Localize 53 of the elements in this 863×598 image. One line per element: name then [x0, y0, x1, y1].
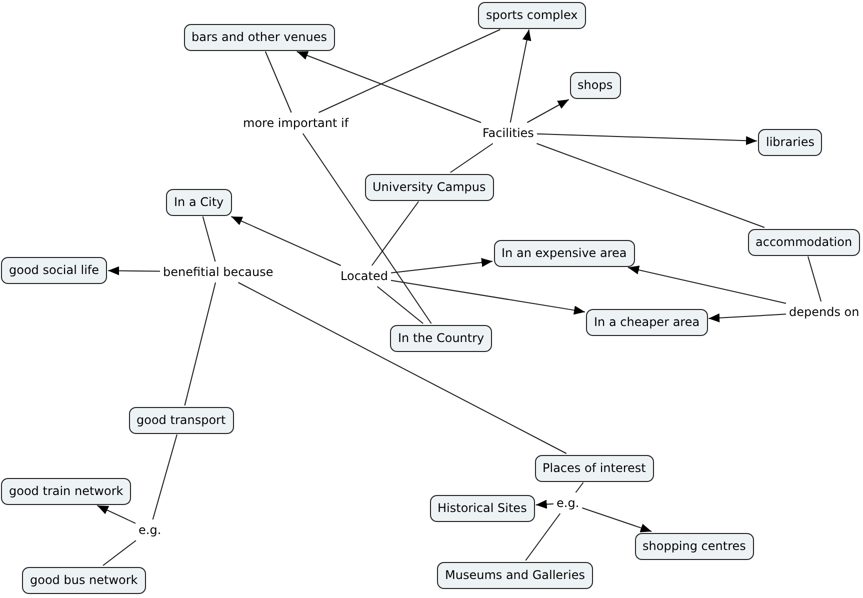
arrow [390, 280, 586, 315]
concept-box: good bus network [22, 566, 146, 594]
arrow [526, 99, 570, 123]
connector-line [264, 51, 292, 113]
concept-box: accommodation [748, 228, 860, 256]
arrow [708, 313, 786, 322]
concept-box: University Campus [364, 174, 494, 200]
arrow [536, 133, 758, 146]
arrow [108, 266, 160, 276]
connector-line [525, 513, 561, 561]
linking-phrase: more important if [243, 116, 349, 130]
concept-box: bars and other venues [184, 24, 335, 50]
arrow [582, 507, 652, 532]
concept-box: In a cheaper area [586, 308, 708, 336]
connector-line [575, 482, 584, 493]
concept-box: shopping centres [634, 532, 754, 560]
linking-phrase: Facilities [482, 126, 534, 140]
linking-phrase: e.g. [556, 496, 580, 510]
concept-box: Places of interest [534, 454, 654, 482]
concept-box: In the Country [390, 324, 492, 352]
arrow [96, 505, 136, 524]
connector-line [450, 143, 494, 173]
connector-line [238, 282, 567, 454]
connector-line [376, 286, 424, 324]
arrow [296, 51, 482, 123]
connector-line [536, 143, 765, 228]
arrow [535, 500, 554, 509]
arrow [230, 216, 342, 266]
connector-line [808, 256, 822, 302]
linking-phrase: e.g. [138, 522, 162, 538]
connector-line [302, 133, 432, 324]
arrow [628, 266, 786, 304]
concept-box: good transport [128, 406, 234, 434]
concept-box: Museums and Galleries [437, 562, 593, 588]
concept-box: In a City [166, 188, 232, 216]
concept-box: Historical Sites [430, 494, 535, 522]
connector-line [202, 216, 216, 262]
connector-line [102, 540, 136, 566]
connector-line [371, 201, 420, 266]
linking-phrase: benefitial because [163, 264, 274, 280]
concept-box: libraries [758, 128, 822, 156]
connector-line [184, 282, 216, 406]
concept-box: good train network [1, 478, 132, 504]
concept-box: In an expensive area [494, 240, 635, 266]
linking-phrase: Located [340, 268, 388, 284]
arrow [390, 258, 493, 274]
linking-phrase: depends on [789, 304, 860, 320]
arrow [510, 29, 532, 123]
connector-line [318, 29, 501, 113]
concept-box: shops [570, 72, 621, 98]
connector-line [152, 434, 178, 520]
concept-box: good social life [1, 256, 108, 284]
concept-box: sports complex [478, 2, 586, 28]
